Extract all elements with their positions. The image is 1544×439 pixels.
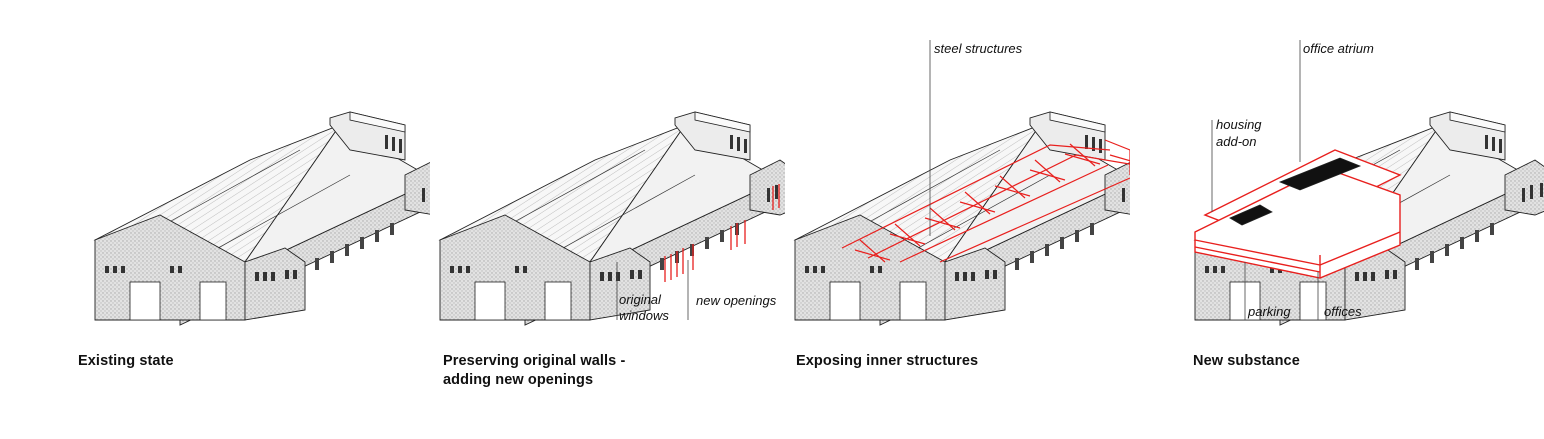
steel-structures-highlight — [841, 139, 1130, 263]
note-office-atrium: office atrium — [1303, 41, 1374, 56]
note-windows: windows — [619, 308, 669, 323]
new-openings-highlight — [664, 184, 780, 282]
building-openings-drawing — [439, 111, 785, 326]
note-offices: offices — [1324, 304, 1362, 319]
panel-existing-state: Existing state — [50, 0, 430, 439]
note-parking: parking — [1248, 304, 1291, 319]
atrium-truss — [1229, 157, 1362, 226]
note-original: original — [619, 292, 661, 307]
panel-exposing-structures: steel structures Exposing inner structur… — [750, 0, 1130, 439]
note-new-openings: new openings — [696, 293, 777, 308]
caption-line-1: Preserving original walls - — [443, 353, 626, 369]
note-housing: housing — [1216, 117, 1262, 132]
caption-existing-state: Existing state — [78, 353, 174, 369]
caption-preserving-walls: Preserving original walls - adding new o… — [443, 352, 625, 390]
note-add-on: add-on — [1216, 134, 1257, 149]
caption-new-substance: New substance — [1193, 353, 1300, 369]
caption-line-2: adding new openings — [443, 372, 594, 388]
building-existing-drawing — [94, 111, 430, 326]
building-new-substance-drawing — [1194, 40, 1544, 326]
caption-exposing-structures: Exposing inner structures — [796, 353, 979, 369]
panel-preserving-walls: original windows new openings Preserving… — [395, 0, 785, 439]
panel-new-substance: office atrium housing add-on parking off… — [1150, 0, 1544, 439]
building-structures-drawing — [794, 40, 1130, 326]
note-steel-structures: steel structures — [934, 41, 1023, 56]
